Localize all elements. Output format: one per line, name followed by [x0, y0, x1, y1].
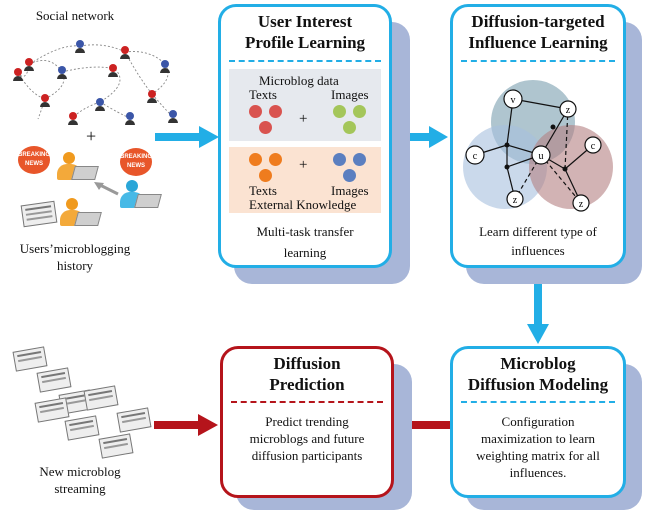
- box-caption: Configuration maximization to learn weig…: [476, 414, 600, 480]
- dashed-divider: [461, 60, 615, 62]
- influence-graph: v z c u c z z: [463, 80, 613, 212]
- history-label: Users’microblogging history: [19, 241, 131, 273]
- user-node-icon: [108, 64, 118, 77]
- node-u-label: u: [539, 151, 544, 162]
- newspaper-icon: [36, 367, 72, 393]
- node-z-label: z: [566, 105, 571, 116]
- box-title: Diffusion Prediction: [269, 354, 345, 394]
- user-node-icon: [68, 112, 78, 125]
- newspaper-icon: [83, 385, 119, 411]
- newspaper-icon: [98, 433, 134, 459]
- user-node-icon: [75, 40, 85, 53]
- node-c-label: c: [473, 151, 478, 162]
- user-node-icon: [168, 110, 178, 123]
- plus-sign: +: [299, 157, 308, 173]
- user-node-icon: [40, 94, 50, 107]
- image-feature-dot: [353, 153, 366, 166]
- user-node-icon: [95, 98, 105, 111]
- dashed-divider: [229, 60, 381, 62]
- external-knowledge-panel: + Texts Images External Knowledge: [229, 147, 381, 213]
- node-z-label: z: [579, 199, 584, 210]
- diffusion-modeling-box: Microblog Diffusion Modeling Configurati…: [450, 346, 626, 498]
- text-feature-dot: [269, 153, 282, 166]
- breaking-news-icon: BREAKING NEWS: [18, 146, 50, 174]
- user-node-icon: [125, 112, 135, 125]
- images-label: Images: [331, 183, 369, 198]
- image-feature-dot: [333, 153, 346, 166]
- dashed-divider: [461, 401, 615, 403]
- node-v-label: v: [511, 95, 516, 106]
- plus-sign: +: [299, 111, 308, 127]
- user-node-icon: [160, 60, 170, 73]
- user-node-icon: [147, 90, 157, 103]
- breaking-news-icon: BREAKING NEWS: [120, 148, 152, 176]
- box-caption: Learn different type of influences: [479, 224, 597, 258]
- images-label: Images: [331, 87, 369, 102]
- box-title: Microblog Diffusion Modeling: [467, 354, 609, 394]
- node-z-label: z: [513, 195, 518, 206]
- user-node-icon: [57, 66, 67, 79]
- text-feature-dot: [259, 169, 272, 182]
- newspaper-icon: [64, 415, 100, 441]
- user-laptop-icon: [58, 198, 102, 230]
- box-title: Diffusion-targeted Influence Learning: [468, 12, 608, 52]
- text-feature-dot: [259, 121, 272, 134]
- arrow-right-icon: [155, 126, 219, 148]
- grey-arrow-icon: [94, 182, 119, 196]
- box-title: User Interest Profile Learning: [244, 12, 366, 52]
- text-feature-dot: [249, 153, 262, 166]
- box-caption: Predict trending microblogs and future d…: [249, 414, 365, 463]
- dashed-divider: [231, 401, 383, 403]
- user-laptop-icon: [118, 180, 162, 212]
- image-feature-dot: [353, 105, 366, 118]
- microblog-data-panel: Microblog data Texts Images +: [229, 69, 381, 141]
- influence-learning-box: Diffusion-targeted Influence Learning: [450, 4, 626, 268]
- node-c-label: c: [591, 141, 596, 152]
- newspaper-icon: [116, 407, 152, 433]
- arrow-right-icon: [393, 126, 448, 148]
- user-node-icon: [120, 46, 130, 59]
- newspaper-icon: [12, 346, 48, 372]
- text-feature-dot: [249, 105, 262, 118]
- user-node-icon: [24, 58, 34, 71]
- image-feature-dot: [343, 121, 356, 134]
- user-laptop-icon: [55, 152, 99, 184]
- image-feature-dot: [343, 169, 356, 182]
- user-interest-profile-box: User Interest Profile Learning Microblog…: [218, 4, 392, 268]
- texts-label: Texts: [249, 183, 277, 198]
- text-feature-dot: [269, 105, 282, 118]
- newspaper-icon: [20, 200, 58, 228]
- image-feature-dot: [333, 105, 346, 118]
- plus-sign: +: [86, 126, 97, 146]
- social-network-label: Social network: [35, 8, 115, 23]
- box-caption: Multi-task transfer learning: [256, 224, 354, 260]
- texts-label: Texts: [249, 87, 277, 102]
- newspaper-icon: [34, 397, 70, 423]
- user-node-icon: [13, 68, 23, 81]
- external-knowledge-label: External Knowledge: [249, 197, 357, 212]
- microblog-data-label: Microblog data: [259, 73, 339, 88]
- new-stream-label: New microblog streaming: [39, 464, 121, 496]
- arrow-down-icon: [527, 276, 549, 344]
- diffusion-prediction-box: Diffusion Prediction Predict trending mi…: [220, 346, 394, 498]
- arrow-right-icon: [154, 414, 218, 436]
